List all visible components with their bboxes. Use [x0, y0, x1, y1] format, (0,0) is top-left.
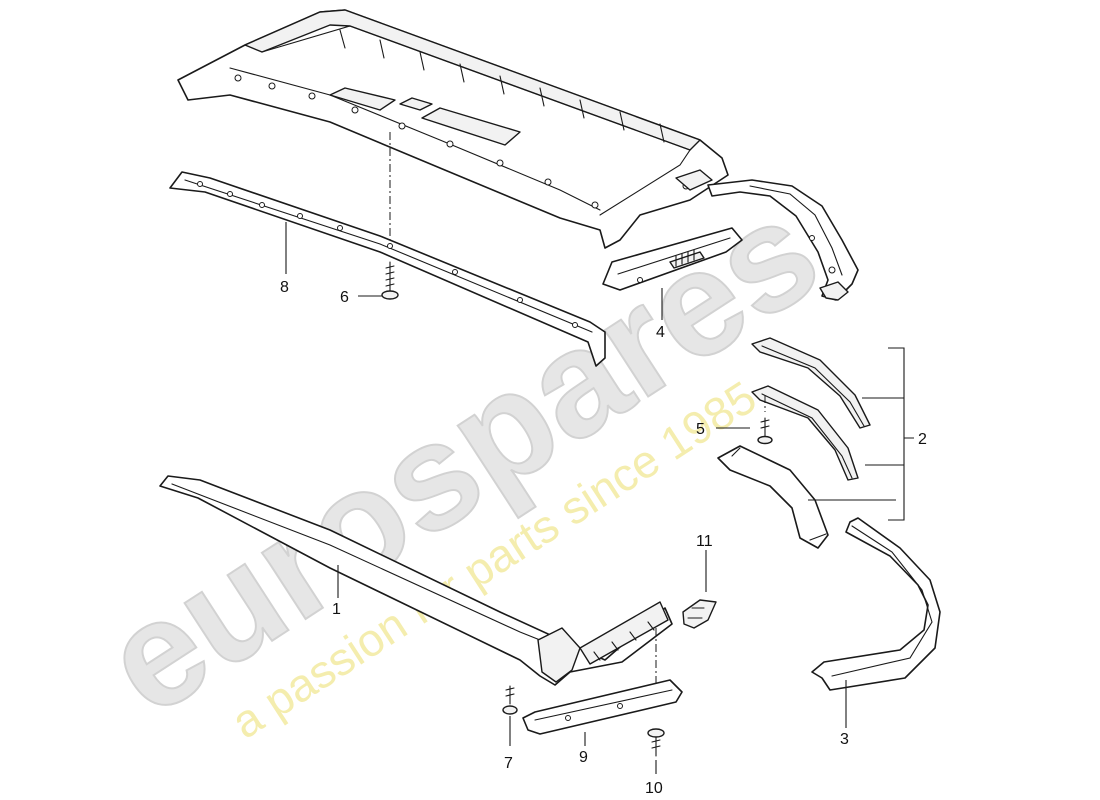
callout-7: 7	[504, 755, 513, 772]
part-4	[602, 227, 743, 291]
callout-5: 5	[696, 421, 705, 438]
part-2-group	[717, 337, 871, 549]
callout-2: 2	[918, 431, 927, 448]
part-6-screw	[381, 132, 399, 300]
callout-10: 10	[645, 780, 663, 797]
callout-9: 9	[579, 749, 588, 766]
part-10-screw	[647, 728, 665, 757]
rear-side-trim	[707, 179, 859, 301]
callout-4: 4	[656, 324, 665, 341]
callout-6: 6	[340, 289, 349, 306]
callout-8: 8	[280, 279, 289, 296]
leader-2	[808, 347, 914, 521]
leader-lines	[285, 222, 914, 774]
part-7-screw	[502, 685, 518, 715]
callout-11: 11	[696, 533, 713, 550]
part-11-clip	[682, 599, 717, 629]
callout-labels: 1 2 3 4 5 6 7 8 9 10 11	[280, 279, 927, 797]
part-3-seal	[811, 517, 941, 691]
callout-1: 1	[332, 601, 341, 618]
part-5-screw	[757, 395, 773, 445]
part-1	[159, 475, 673, 686]
roof-frame-assembly	[177, 9, 729, 249]
part-8	[169, 171, 606, 367]
callout-3: 3	[840, 731, 849, 748]
part-9	[522, 628, 683, 735]
